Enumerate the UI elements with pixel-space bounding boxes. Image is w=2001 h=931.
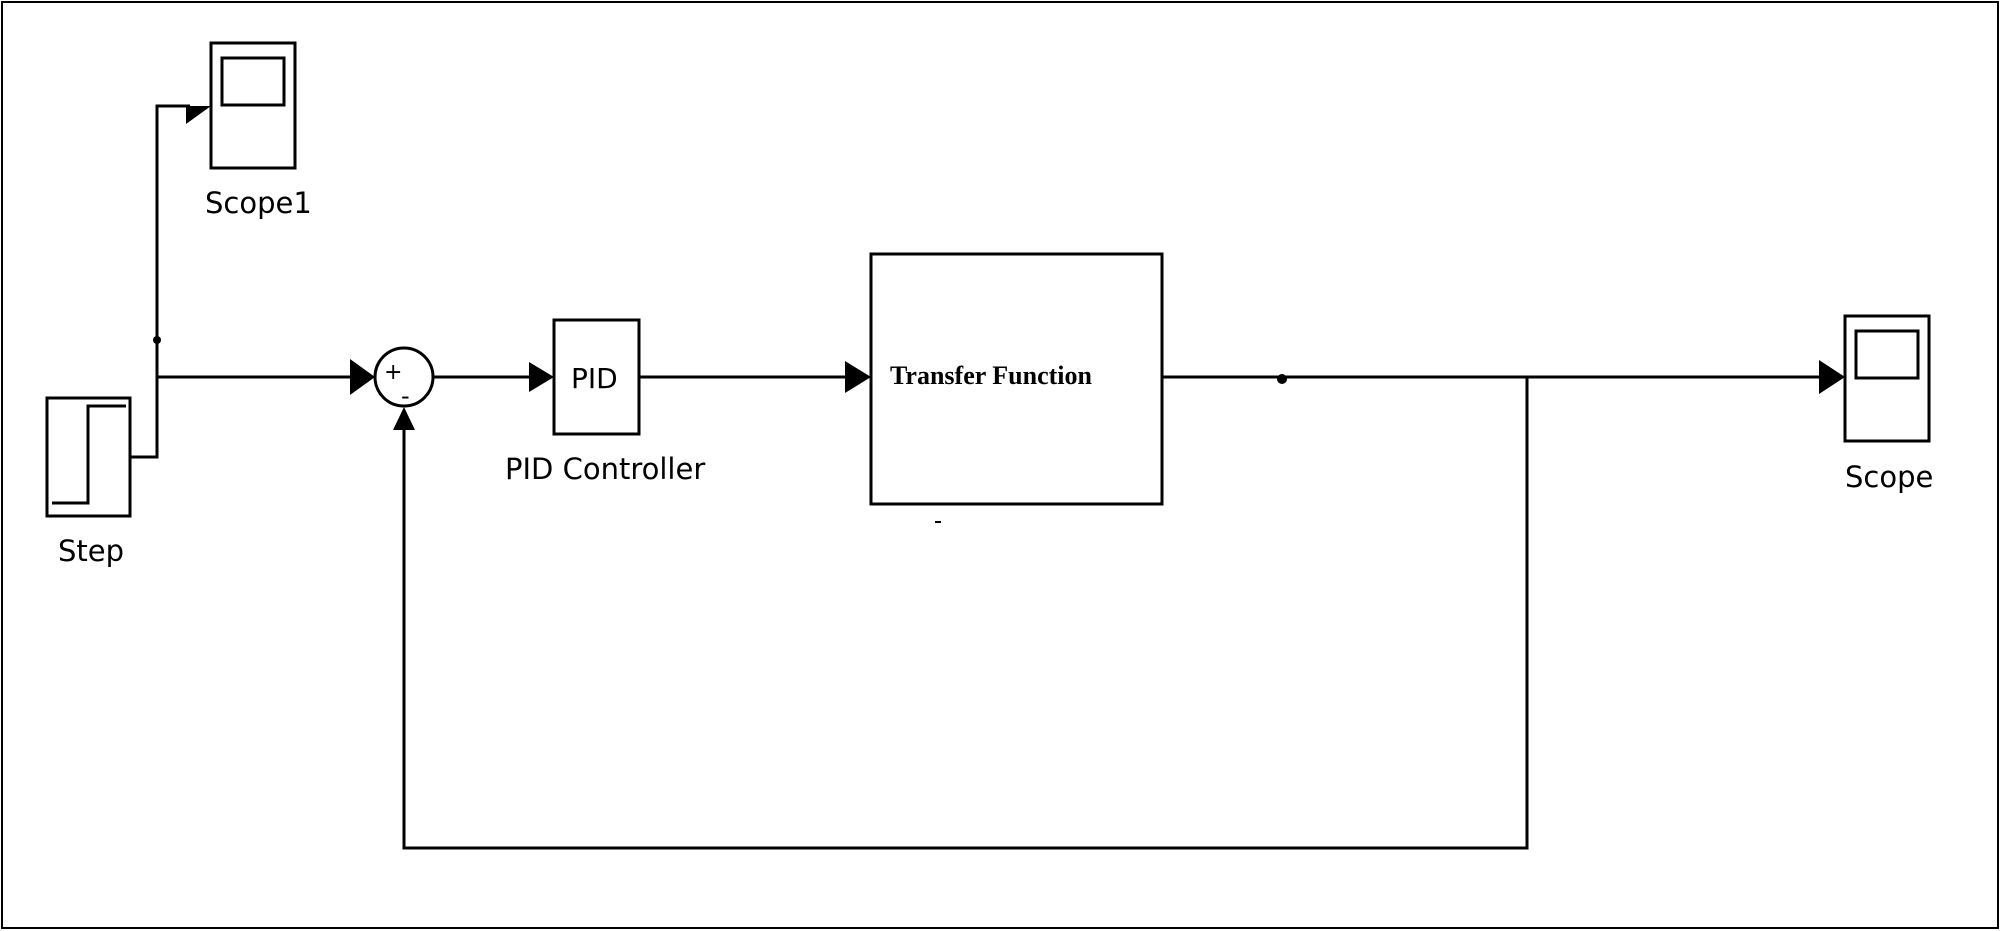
sum-plus-sign: + — [384, 360, 403, 385]
branch-to-scope1-line — [155, 104, 190, 377]
pid-controller-label: PID Controller — [505, 452, 706, 486]
step-icon — [52, 404, 126, 505]
arrow-into-tf — [845, 361, 871, 393]
arrow-into-sum — [350, 359, 375, 395]
feedback-line — [402, 377, 1529, 850]
branch-point-output — [1277, 374, 1287, 384]
scope-label: Scope — [1845, 460, 1934, 494]
arrow-heads — [186, 88, 1845, 430]
scope-screen-icon — [1854, 329, 1920, 380]
scope1-label: Scope1 — [205, 186, 312, 220]
signal-lines — [130, 104, 1823, 850]
scope1-block[interactable] — [209, 41, 297, 170]
transfer-function-block[interactable] — [869, 252, 1164, 506]
arrow-into-scope — [1819, 360, 1845, 394]
arrow-into-sum-feedback — [393, 407, 415, 430]
step-label: Step — [58, 534, 125, 568]
step-block[interactable] — [45, 396, 132, 518]
sum-minus-sign: - — [401, 382, 410, 410]
arrow-into-scope1 — [186, 88, 211, 124]
arrow-into-pid — [529, 362, 554, 392]
pid-inner-text: PID — [571, 362, 618, 395]
scope1-screen-icon — [220, 56, 286, 107]
scope-block[interactable] — [1843, 314, 1931, 443]
step-output-line — [130, 375, 352, 459]
branch-point-step — [153, 336, 161, 344]
transfer-function-text: Transfer Function — [890, 361, 1092, 390]
